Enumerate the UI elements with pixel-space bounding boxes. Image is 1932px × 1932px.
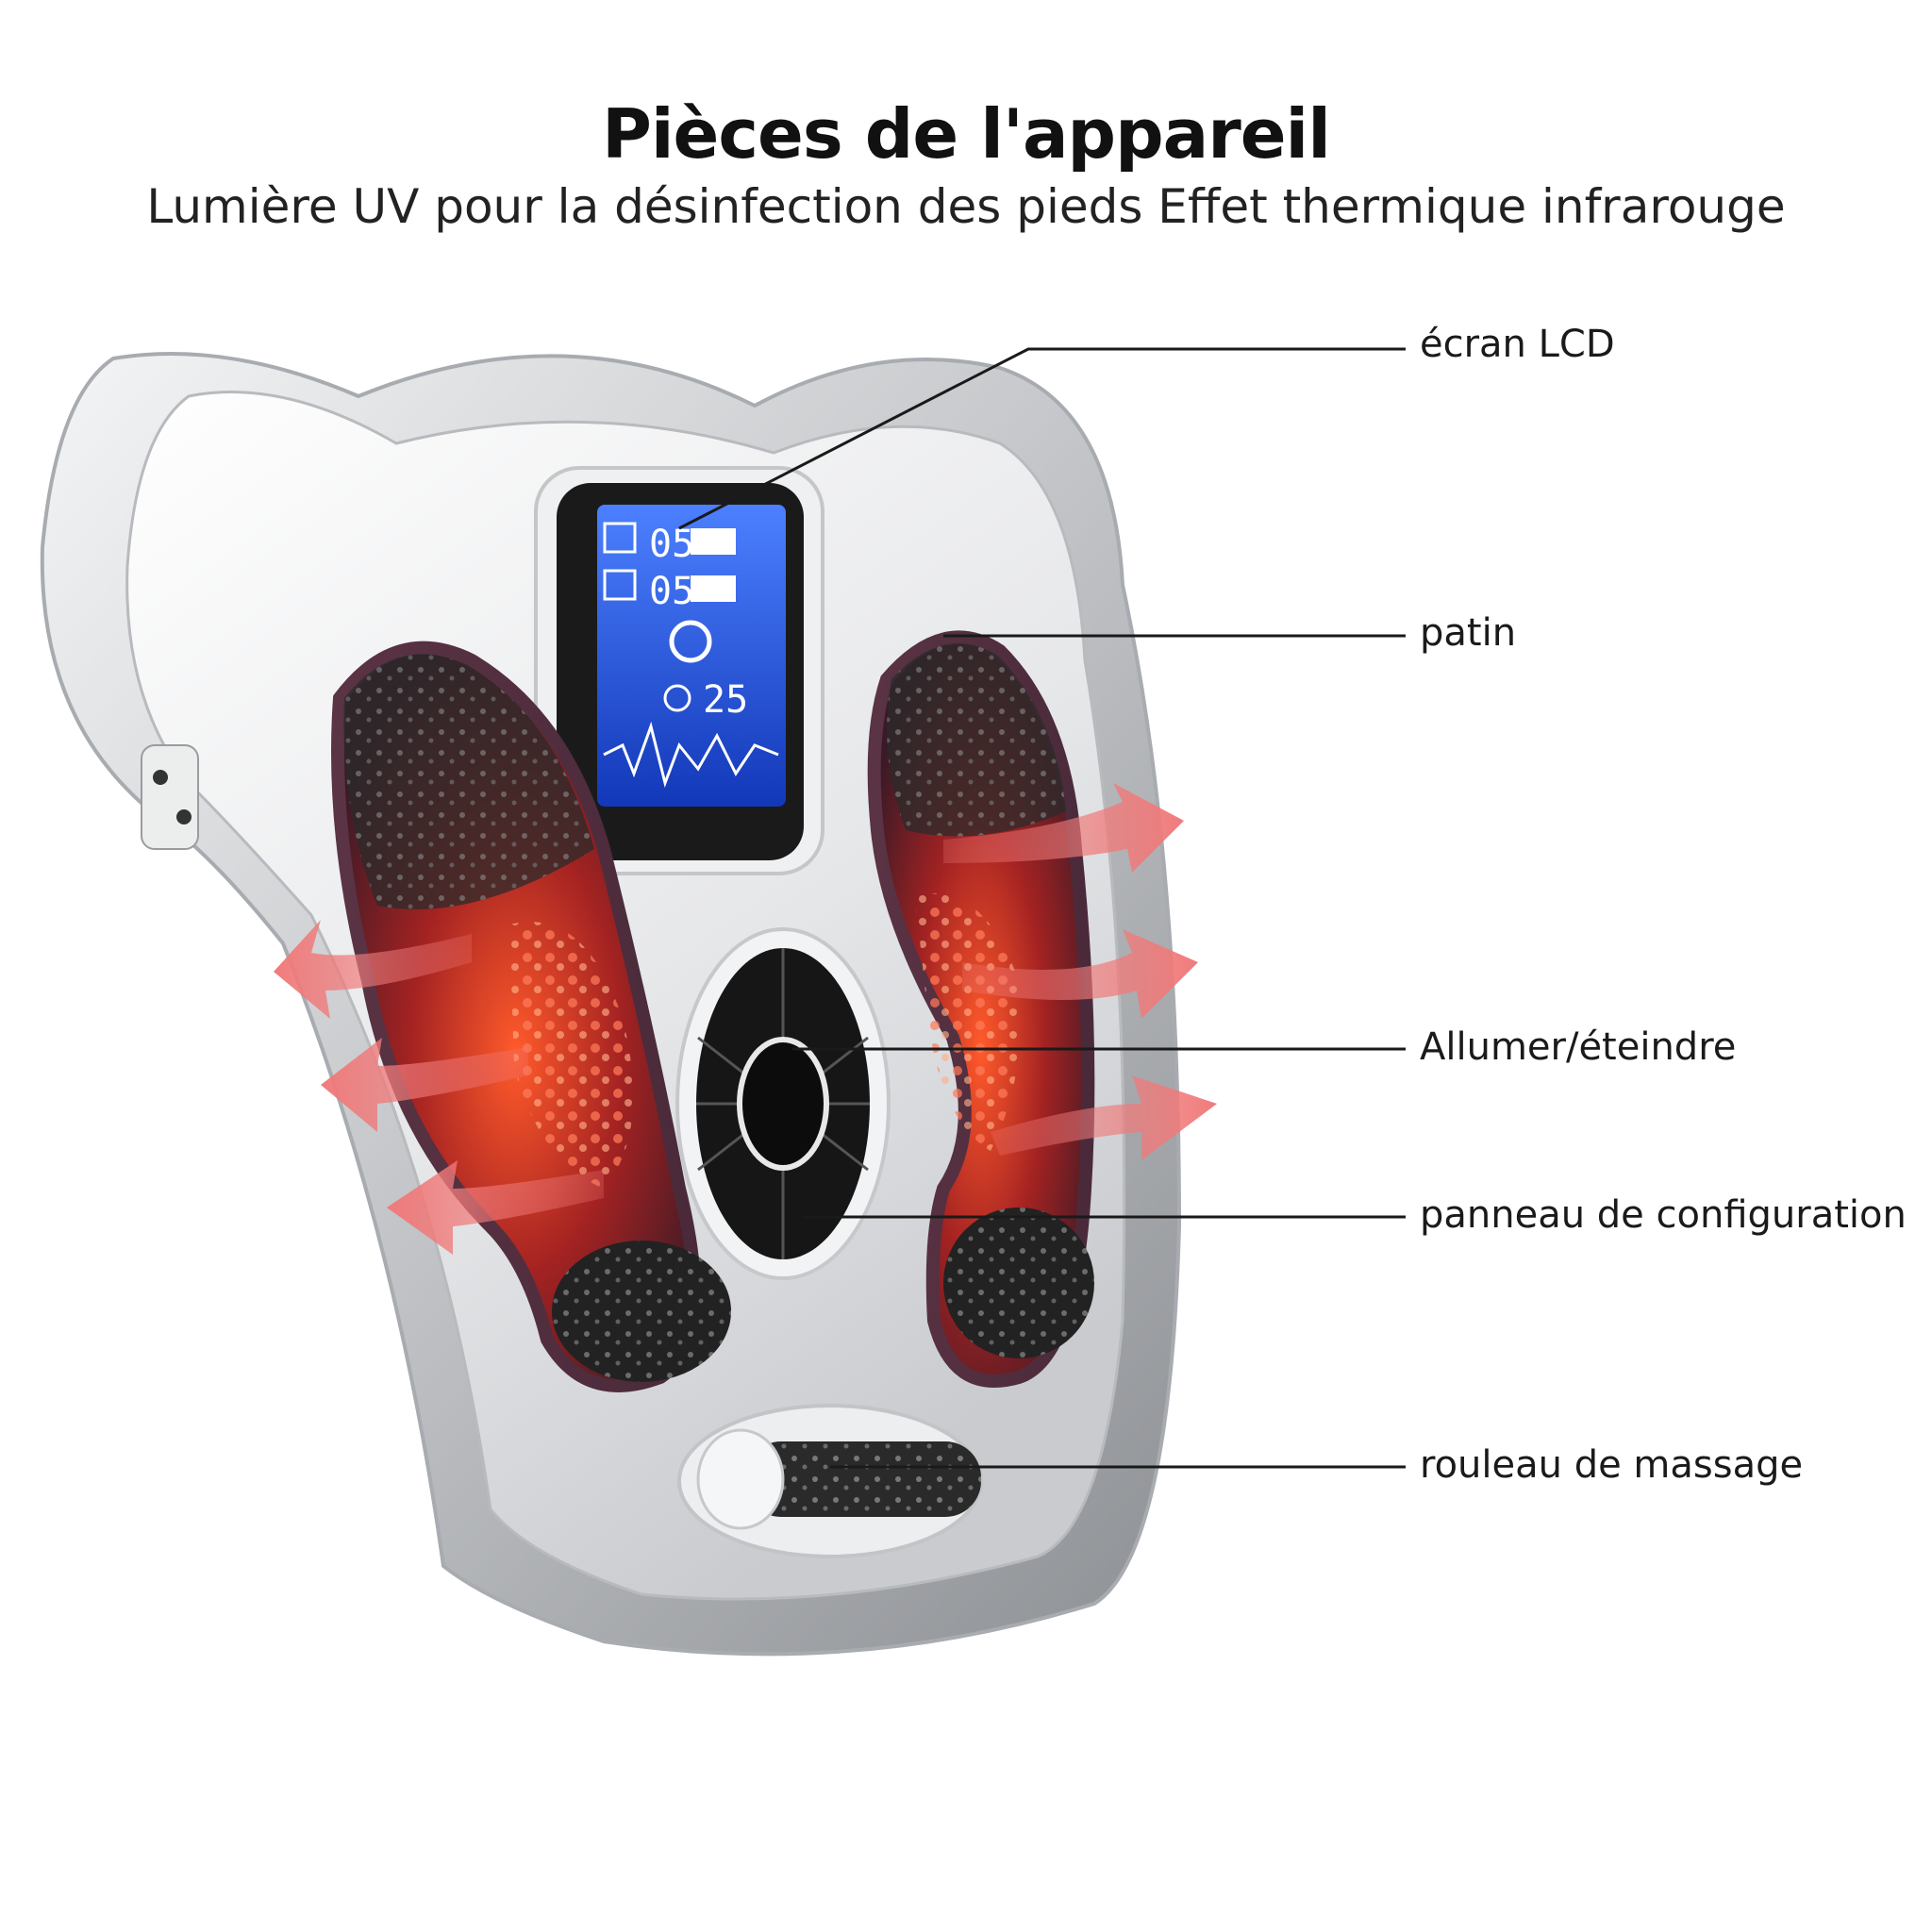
lcd-mode-ring xyxy=(669,620,712,663)
lcd-timer-value: 25 xyxy=(703,678,748,722)
callout-label-panel: panneau de configuration xyxy=(1420,1193,1907,1237)
lcd-wave-icon xyxy=(603,721,779,789)
callout-label-power: Allumer/éteindre xyxy=(1420,1025,1737,1069)
callout-label-pad: patin xyxy=(1420,611,1517,655)
power-button[interactable] xyxy=(737,1037,829,1171)
port-jack-2 xyxy=(176,809,192,824)
heat-arrows-right xyxy=(943,783,1217,1160)
lcd-label-box-1 xyxy=(691,528,736,555)
callout-line-lcd xyxy=(678,347,1406,530)
lcd-timer-icon xyxy=(663,684,691,712)
side-port-panel xyxy=(141,744,199,850)
lcd-icon-box-2 xyxy=(603,569,637,601)
callout-label-lcd: écran LCD xyxy=(1420,323,1615,366)
port-jack-1 xyxy=(153,770,168,785)
lcd-icon-box-1 xyxy=(603,522,637,554)
heat-arrows-left xyxy=(274,920,604,1255)
left-foot-pad xyxy=(331,641,731,1392)
lcd-screen xyxy=(597,505,786,807)
right-foot-pad xyxy=(867,630,1095,1388)
massage-roller[interactable] xyxy=(677,1404,983,1558)
callout-label-roller: rouleau de massage xyxy=(1420,1443,1804,1487)
lcd-label-box-2 xyxy=(691,575,736,602)
lcd-mode-value: 05 xyxy=(649,523,694,566)
page-title: Pièces de l'appareil xyxy=(602,94,1331,174)
page-subtitle: Lumière UV pour la désinfection des pied… xyxy=(146,179,1786,234)
lcd-intensity-value: 05 xyxy=(649,570,694,613)
